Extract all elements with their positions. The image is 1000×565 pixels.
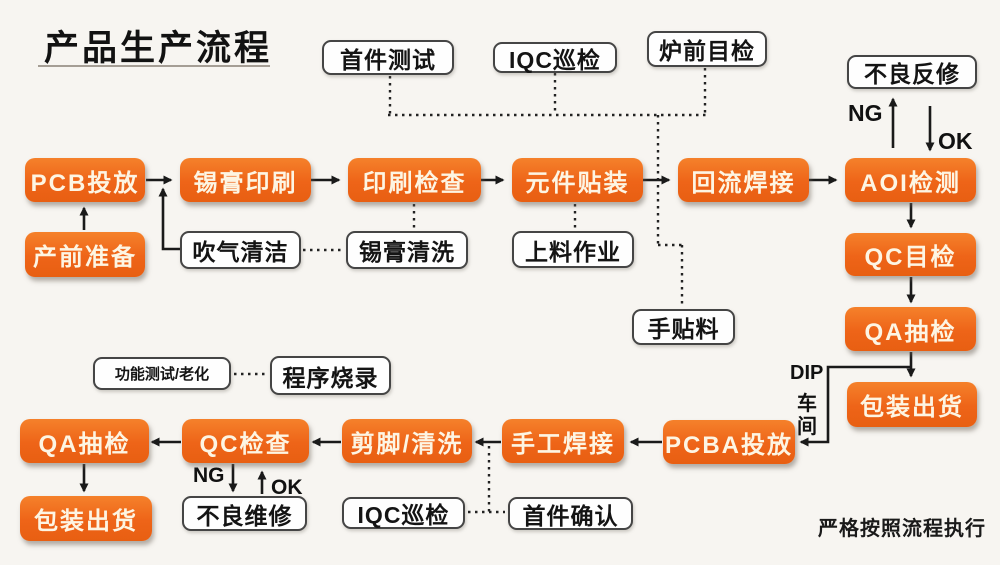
node-label: QC目检 [864, 244, 957, 271]
node-label: 手贴料 [647, 316, 720, 342]
node-label: 上料作业 [525, 238, 621, 265]
node-pack-ship-bottom: 包装出货 [20, 496, 152, 541]
node-label: 手工焊接 [511, 430, 615, 458]
node-label: 炉前目检 [659, 38, 755, 64]
node-label: 锡膏印刷 [193, 169, 298, 197]
node-label: 印刷检查 [362, 169, 467, 197]
node-hand-solder: 手工焊接 [502, 419, 624, 463]
node-label: QC检查 [199, 430, 292, 458]
label-ok-bottom: OK [271, 476, 303, 499]
node-loading-work: 上料作业 [512, 231, 634, 268]
node-defect-rework: 不良反修 [847, 55, 977, 89]
node-label: 不良反修 [864, 61, 960, 87]
node-qa-sample-right: QA抽检 [845, 307, 976, 351]
node-trim-clean: 剪脚/清洗 [342, 419, 472, 463]
node-pcb-feed: PCB投放 [25, 158, 145, 202]
node-qc-visual: QC目检 [845, 233, 976, 276]
footer-note: 严格按照流程执行 [818, 518, 986, 540]
node-pcba-feed: PCBA投放 [663, 420, 795, 464]
node-label: QA抽检 [864, 318, 957, 346]
node-label: 锡膏清洗 [359, 239, 455, 265]
node-reflow-solder: 回流焊接 [678, 158, 809, 202]
node-aoi-inspect: AOI检测 [845, 158, 976, 202]
node-label: PCB投放 [30, 169, 140, 197]
label-dip-line2: 车 [797, 393, 817, 415]
node-label: 首件确认 [522, 502, 619, 529]
node-component-mount: 元件贴装 [512, 158, 643, 202]
node-defect-repair: 不良维修 [182, 496, 307, 531]
node-hand-place: 手贴料 [632, 309, 735, 345]
title-underline [38, 65, 270, 67]
node-label: 产前准备 [33, 244, 137, 271]
node-label: PCBA投放 [664, 431, 793, 459]
node-iqc-patrol-top: IQC巡检 [493, 42, 617, 73]
page-title: 产品生产流程 [44, 29, 273, 68]
node-label: 回流焊接 [691, 169, 796, 197]
label-ok-top: OK [938, 128, 973, 154]
node-label: 剪脚/清洗 [350, 430, 464, 458]
label-dip-line3: 间 [797, 416, 817, 438]
node-label: IQC巡检 [509, 46, 601, 73]
label-dip-line1: DIP [790, 362, 824, 384]
node-print-inspect: 印刷检查 [348, 158, 481, 202]
node-label: 功能测试/老化 [114, 366, 210, 383]
node-label: 吹气清洁 [192, 239, 289, 265]
node-label: 包装出货 [860, 394, 964, 421]
node-label: 不良维修 [196, 502, 293, 529]
node-air-clean: 吹气清洁 [180, 231, 301, 269]
node-pack-ship-right: 包装出货 [847, 382, 977, 427]
node-solder-paste-print: 锡膏印刷 [180, 158, 311, 202]
node-program-burn: 程序烧录 [270, 356, 391, 395]
node-paste-clean: 锡膏清洗 [346, 231, 468, 269]
node-qa-sample-bottom: QA抽检 [20, 419, 149, 463]
node-label: 首件测试 [340, 46, 436, 73]
node-label: IQC巡检 [357, 502, 450, 528]
node-label: 程序烧录 [282, 364, 379, 391]
node-label: 包装出货 [34, 508, 138, 535]
node-first-confirm: 首件确认 [508, 497, 633, 530]
node-qc-check: QC检查 [182, 419, 309, 463]
node-first-article-test: 首件测试 [322, 40, 454, 75]
label-ng-bottom: NG [193, 464, 225, 487]
node-label: AOI检测 [860, 169, 961, 197]
node-label: 元件贴装 [525, 169, 630, 197]
node-func-test-aging: 功能测试/老化 [93, 357, 231, 390]
node-furnace-front-inspect: 炉前目检 [647, 31, 767, 67]
label-ng-top: NG [848, 100, 883, 126]
node-label: QA抽检 [38, 430, 131, 458]
node-iqc-patrol-bottom: IQC巡检 [342, 497, 465, 529]
node-pre-production: 产前准备 [25, 232, 145, 277]
